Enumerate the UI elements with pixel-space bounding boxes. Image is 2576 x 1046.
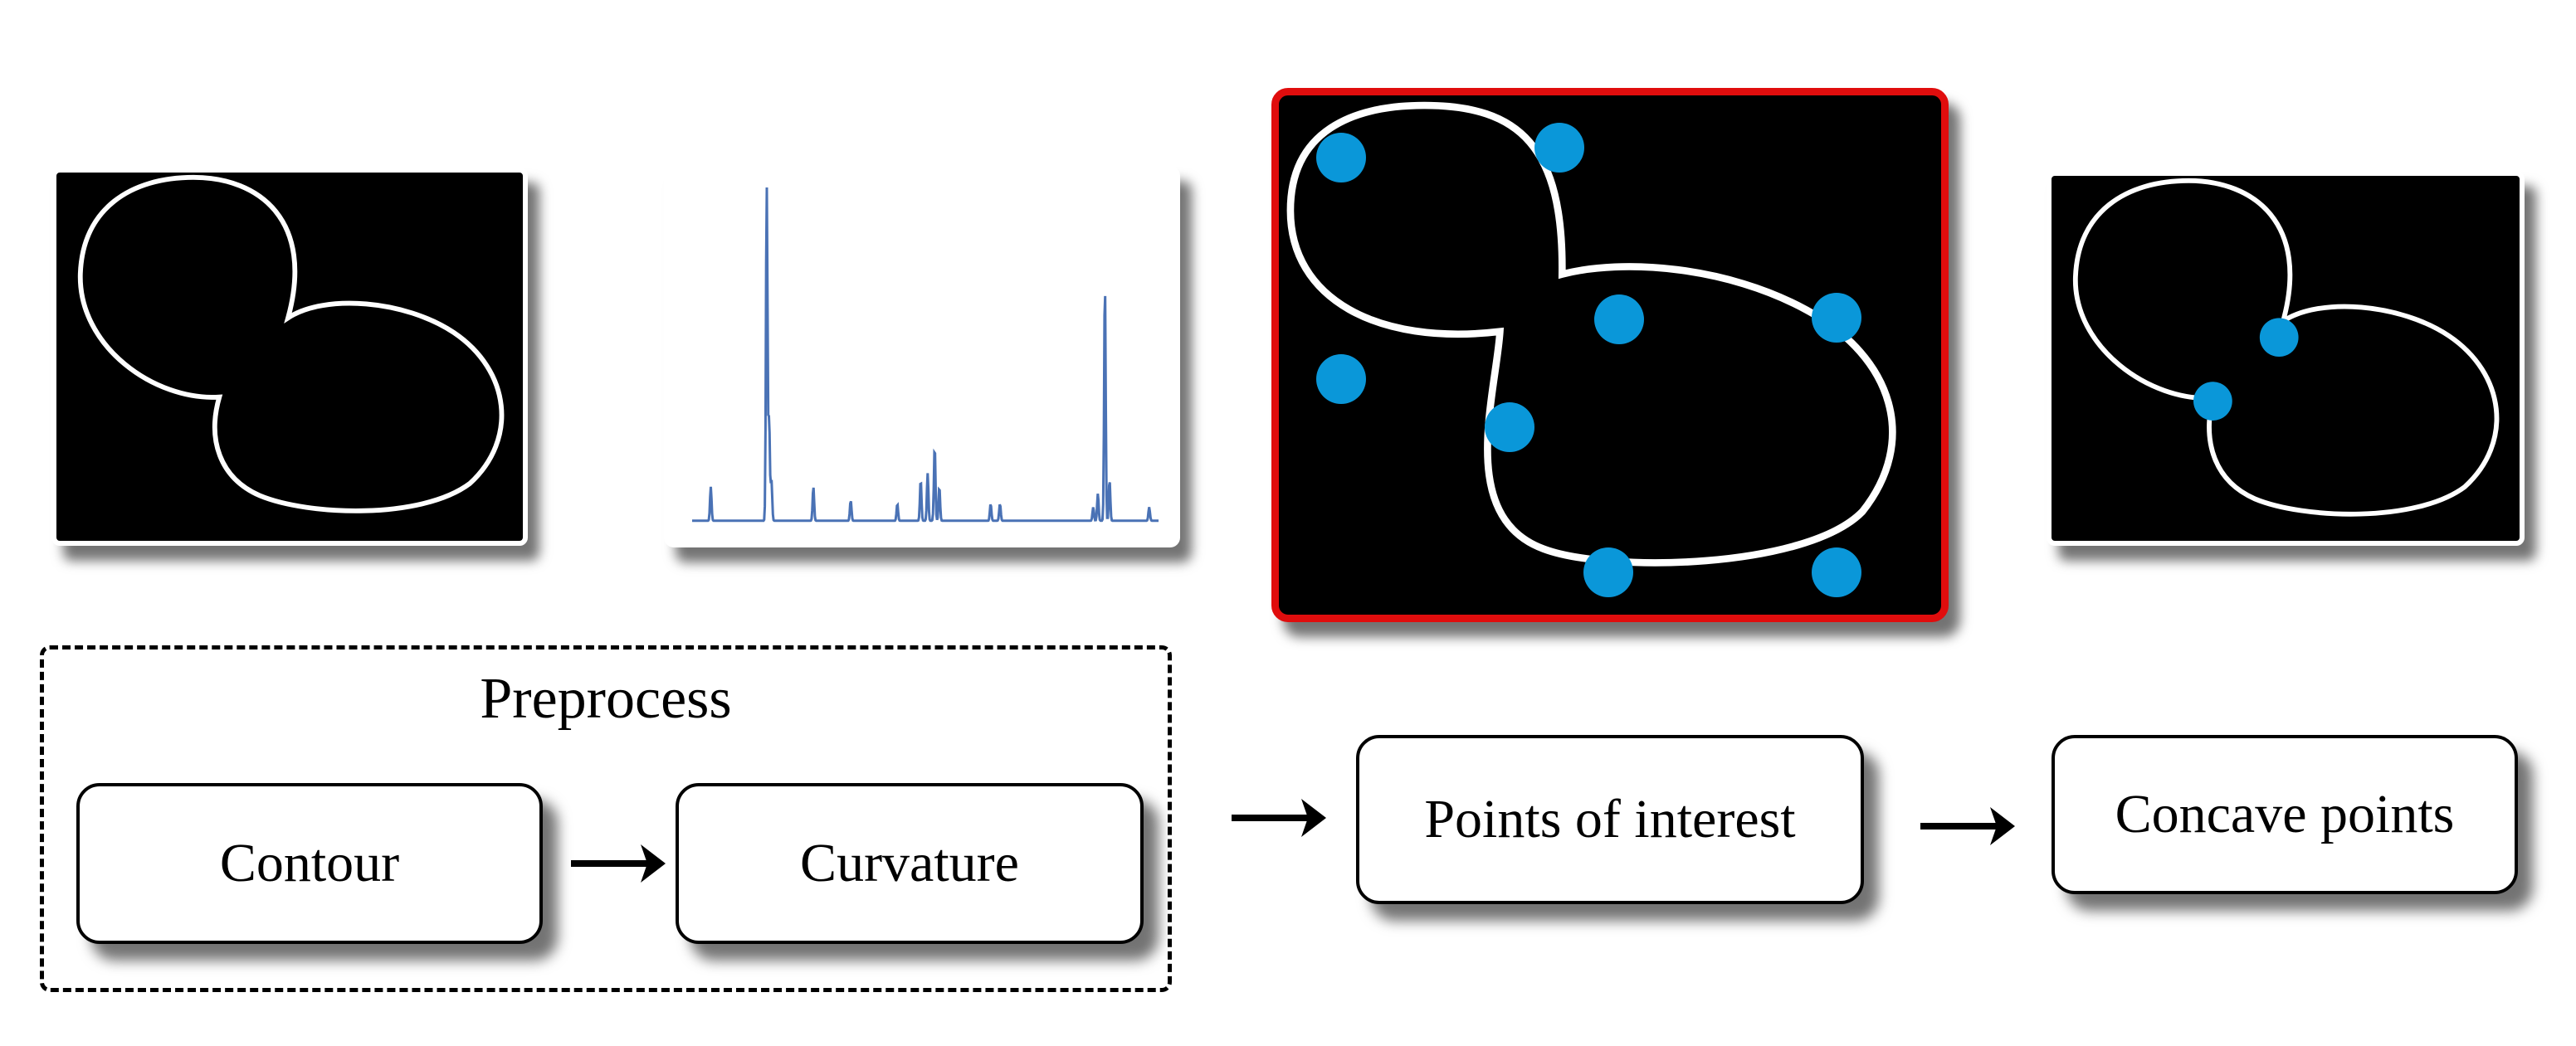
arrow-contour-to-curvature — [568, 838, 667, 889]
curvature-plot — [692, 187, 1159, 523]
points-of-interest-shape — [1286, 101, 1896, 597]
contour-image-panel — [51, 168, 528, 546]
concave-points-panel — [2047, 171, 2525, 546]
interest-point — [1812, 293, 1861, 343]
preprocess-title: Preprocess — [480, 667, 732, 731]
arrow-preprocess-to-poi — [1228, 792, 1328, 844]
concave-points-shape — [2072, 178, 2500, 517]
arrow-poi-to-concave — [1917, 800, 2017, 852]
concave-point — [2193, 382, 2232, 421]
interest-point — [1534, 123, 1584, 173]
points-of-interest-step: Points of interest — [1356, 735, 1864, 904]
contour-step: Contour — [76, 783, 543, 944]
curvature-step: Curvature — [676, 783, 1144, 944]
curvature-plot-panel — [664, 166, 1180, 547]
interest-point — [1485, 402, 1534, 452]
points-of-interest-panel — [1271, 88, 1949, 622]
concave-points-step: Concave points — [2052, 735, 2518, 894]
interest-point — [1316, 354, 1366, 404]
curvature-signal-line — [692, 187, 1159, 523]
interest-point — [1812, 547, 1861, 597]
concave-point — [2259, 318, 2299, 358]
interest-point — [1594, 294, 1644, 344]
interest-point — [1583, 547, 1633, 597]
preprocess-group — [40, 645, 1172, 992]
interest-point — [1316, 133, 1366, 182]
interest-points — [1316, 123, 1861, 597]
contour-shape — [77, 174, 505, 513]
